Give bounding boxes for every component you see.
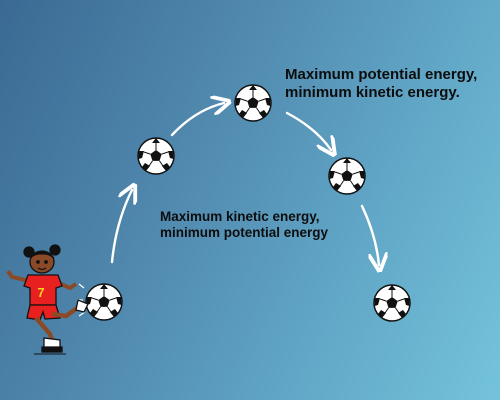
arrow-icon — [170, 103, 224, 137]
label-line: Maximum kinetic energy, — [160, 209, 320, 224]
max-potential-energy-label: Maximum potential energy, minimum kineti… — [285, 66, 477, 102]
soccer-ball-icon — [85, 283, 123, 321]
soccer-ball-icon — [328, 157, 366, 195]
label-line: minimum potential energy — [160, 225, 329, 241]
soccer-ball-icon — [234, 84, 272, 122]
arrow-icon — [110, 190, 132, 264]
trajectory-arrows — [110, 103, 379, 265]
arrow-icon — [360, 204, 379, 265]
girl-kicking-ball-icon: 7 — [6, 244, 89, 355]
soccer-ball-icon — [373, 284, 411, 322]
max-kinetic-energy-label: Maximum kinetic energy, minimum potentia… — [160, 209, 328, 241]
label-line: Maximum potential energy, — [285, 66, 478, 83]
label-line: minimum kinetic energy. — [285, 84, 460, 101]
arrow-icon — [285, 111, 331, 150]
soccer-ball-icon — [137, 137, 175, 175]
jersey-number: 7 — [37, 285, 44, 300]
